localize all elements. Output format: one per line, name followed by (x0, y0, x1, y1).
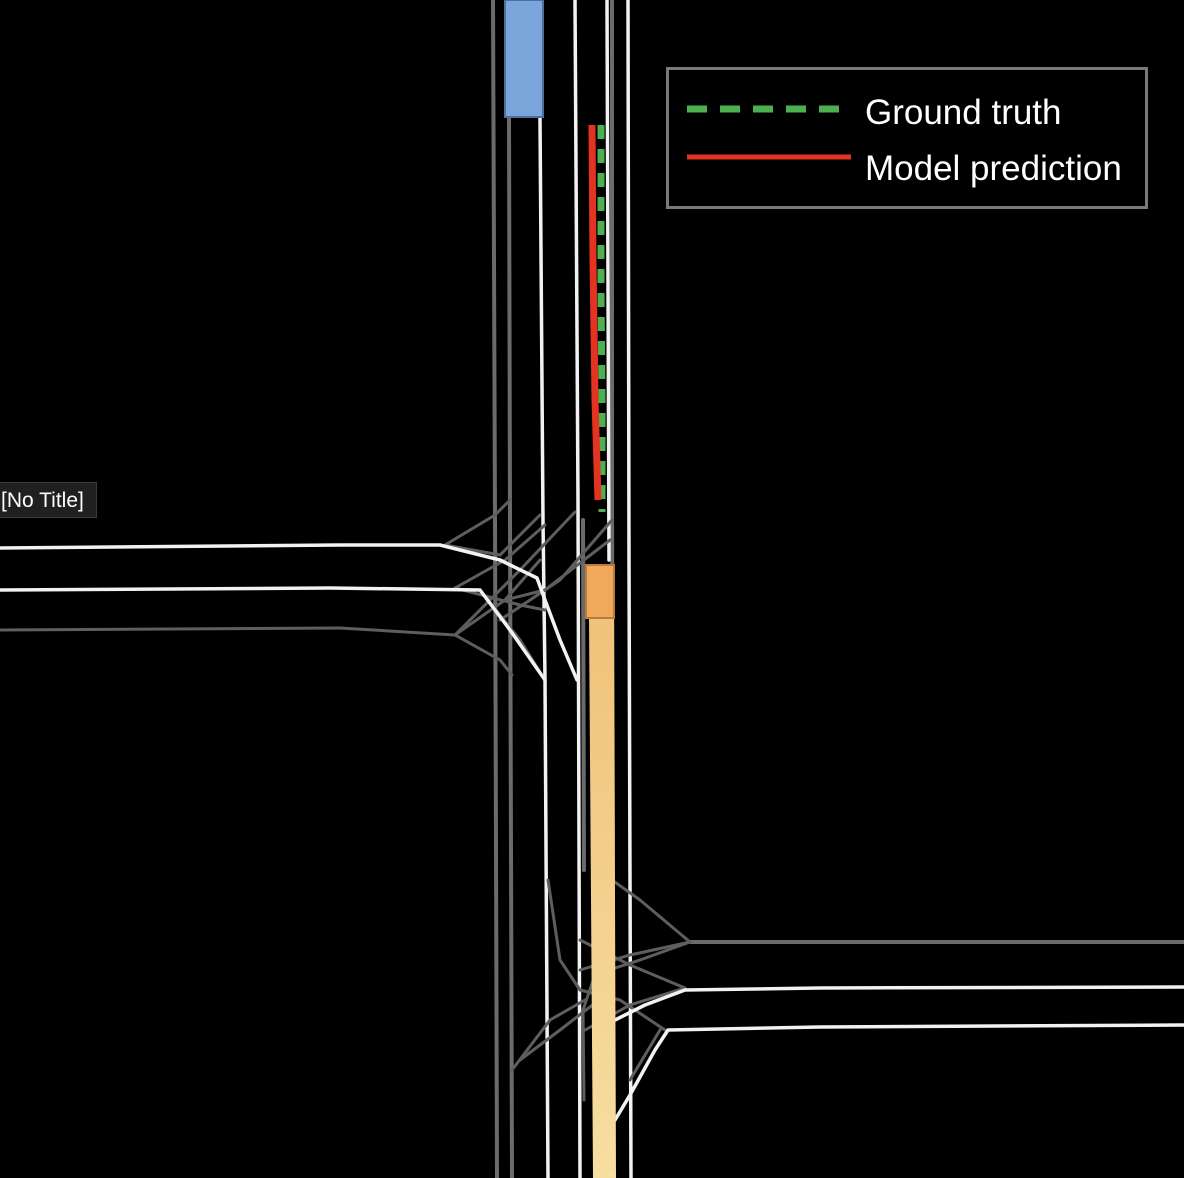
model-prediction-trajectory (588, 124, 602, 501)
lower-intersection-connectors (510, 878, 1184, 1102)
window-title-label: [No Title] (0, 482, 97, 518)
solid-line-icon (687, 154, 851, 160)
upper-intersection-edges (0, 543, 579, 682)
legend-item-ground-truth: Ground truth (669, 85, 1145, 135)
dashed-line-icon (687, 105, 845, 113)
legend-label-ground-truth: Ground truth (865, 93, 1062, 132)
upper-intersection-connectors (0, 498, 614, 682)
legend-item-model-prediction: Model prediction (669, 141, 1145, 191)
vertical-lane-connectors (491, 0, 615, 1178)
other-vehicle (504, 0, 544, 118)
legend: Ground truth Model prediction (666, 67, 1148, 209)
lower-intersection-edges (613, 985, 1184, 1122)
legend-label-model-prediction: Model prediction (865, 149, 1122, 188)
ego-history-trail (589, 618, 616, 1178)
ego-vehicle (585, 564, 615, 619)
ground-truth-trajectory (597, 125, 606, 512)
